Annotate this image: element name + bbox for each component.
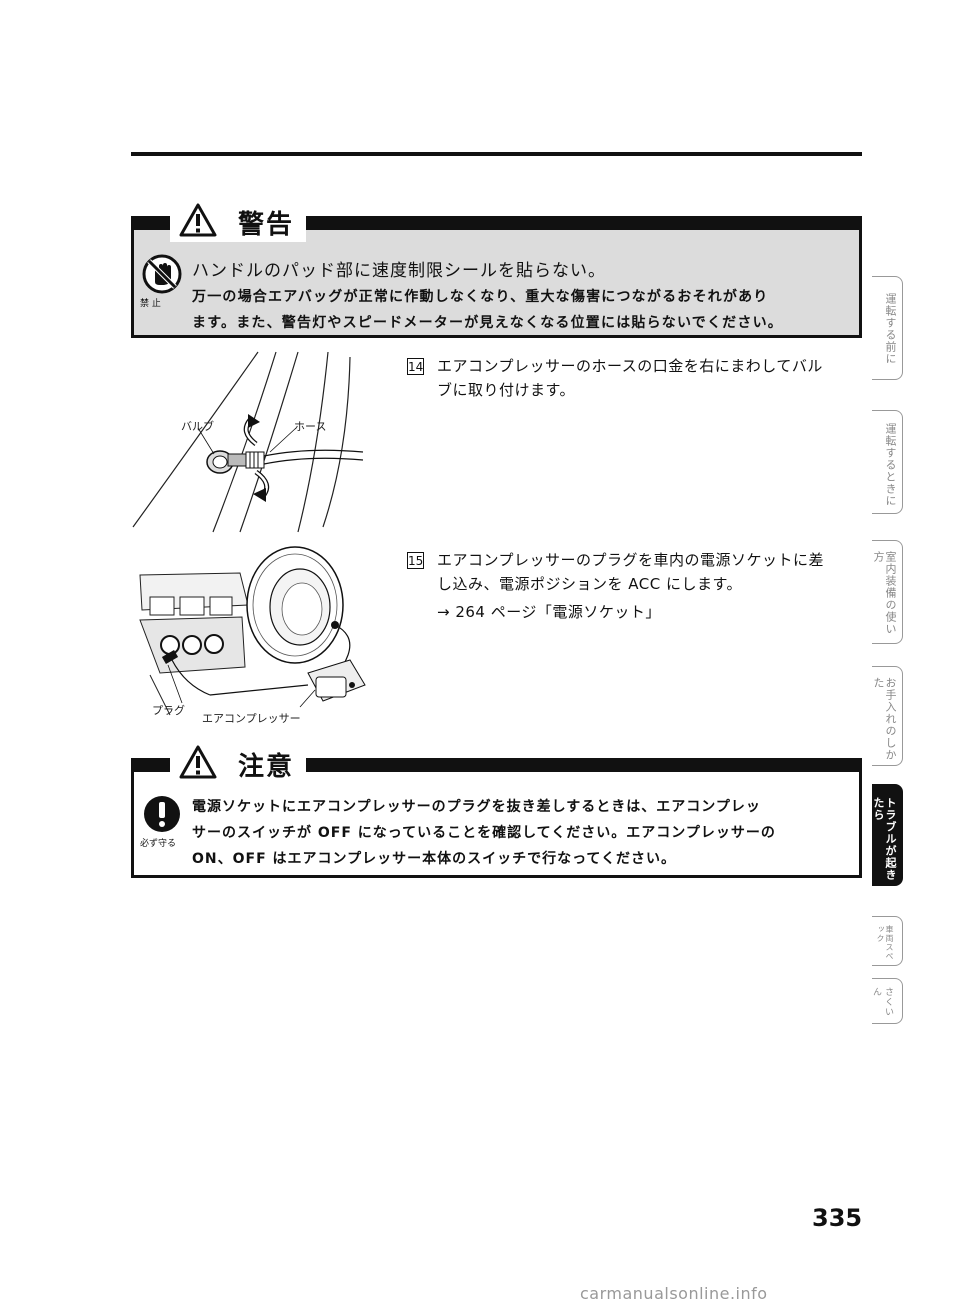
tab-maintenance[interactable]: お手入れのしかた bbox=[872, 666, 903, 766]
step-15-text-line2: し込み、電源ポジションを ACC にします。 bbox=[437, 575, 742, 593]
step-14-text-line1: エアコンプレッサーのホースの口金を右にまわしてバル bbox=[437, 357, 823, 375]
caution-body-line2: サーのスイッチが OFF になっていることを確認してください。エアコンプレッサー… bbox=[192, 825, 776, 841]
caution-body-line3: ON、OFF はエアコンプレッサー本体のスイッチで行なってください。 bbox=[192, 851, 676, 867]
footer-watermark: carmanualsonline.info bbox=[580, 1284, 768, 1303]
warning-box: 警告 禁 止 ハンドルのパッド部に速度制限シールを貼らない。 万一の場合エアバッ… bbox=[131, 202, 862, 338]
compressor-socket-illustration bbox=[139, 546, 366, 716]
warning-triangle-icon bbox=[179, 203, 217, 237]
caution-title: 注意 bbox=[238, 752, 295, 782]
prohibited-icon-label: 禁 止 bbox=[140, 299, 161, 309]
warning-title: 警告 bbox=[238, 210, 295, 240]
hose-label: ホース bbox=[294, 420, 327, 433]
tab-troubleshooting[interactable]: トラブルが起きたら bbox=[872, 784, 903, 886]
caution-body-line1: 電源ソケットにエアコンプレッサーのプラグを抜き差しするときは、エアコンプレッ bbox=[192, 799, 761, 815]
step-15-number: 15 bbox=[407, 552, 424, 569]
valve-hose-illustration bbox=[132, 351, 364, 533]
valve-label: バルブ bbox=[181, 420, 214, 433]
mandatory-icon-label: 必ず守る bbox=[140, 839, 177, 849]
tab-vehicle-specs[interactable]: 車両スペック bbox=[872, 916, 903, 966]
top-rule bbox=[131, 152, 862, 156]
caution-box: 注意 必ず守る 電源ソケットにエアコンプレッサーのプラグを抜き差しするときは、エ… bbox=[131, 744, 862, 878]
plug-label: プラグ bbox=[152, 704, 185, 717]
prohibited-hand-icon bbox=[142, 254, 182, 294]
page-number: 335 bbox=[812, 1204, 863, 1232]
step-15-reference: → 264 ページ「電源ソケット」 bbox=[437, 603, 661, 621]
step-14-text-line2: ブに取り付けます。 bbox=[437, 381, 576, 399]
step-15-text-line1: エアコンプレッサーのプラグを車内の電源ソケットに差 bbox=[437, 551, 825, 569]
step-14-number: 14 bbox=[407, 358, 424, 375]
mandatory-exclamation-icon bbox=[144, 796, 180, 832]
tab-while-driving[interactable]: 運転するときに bbox=[872, 410, 903, 514]
caution-header-bar bbox=[134, 758, 859, 772]
caution-triangle-icon bbox=[179, 745, 217, 779]
tab-before-driving[interactable]: 運転する前に bbox=[872, 276, 903, 380]
warning-band bbox=[134, 230, 859, 335]
warning-header-bar bbox=[134, 216, 859, 230]
warning-headline: ハンドルのパッド部に速度制限シールを貼らない。 bbox=[192, 261, 606, 281]
warning-body-line1: 万一の場合エアバッグが正常に作動しなくなり、重大な傷害につながるおそれがあり bbox=[192, 289, 769, 305]
tab-interior-equipment[interactable]: 室内装備の使い方 bbox=[872, 540, 903, 644]
compressor-label: エアコンプレッサー bbox=[202, 712, 301, 725]
warning-body-line2: ます。また、警告灯やスピードメーターが見えなくなる位置には貼らないでください。 bbox=[192, 315, 783, 331]
tab-index[interactable]: さくいん bbox=[871, 978, 903, 1024]
